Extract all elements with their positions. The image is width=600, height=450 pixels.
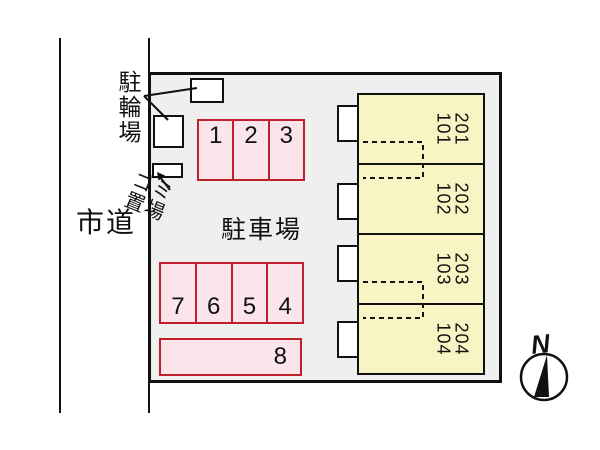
unit-number-202: 202 — [451, 182, 472, 216]
unit-label-202-102: 202 102 — [433, 182, 472, 216]
road-label: 市道 — [76, 207, 137, 238]
entrance-box-unit3 — [337, 245, 359, 282]
parking-space-3: 3 — [267, 121, 303, 179]
unit-number-204: 204 — [451, 322, 472, 356]
unit-number-103: 103 — [433, 252, 454, 286]
unit-number-203: 203 — [451, 252, 472, 286]
compass-icon — [519, 352, 569, 402]
bicycle-parking-box-1 — [190, 78, 224, 103]
unit-number-201: 201 — [451, 112, 472, 146]
unit-label-204-104: 204 104 — [433, 322, 472, 356]
parking-row-top: 1 2 3 — [197, 119, 305, 181]
unit-number-101: 101 — [433, 112, 454, 146]
unit-label-203-103: 203 103 — [433, 252, 472, 286]
parking-space-8: 8 — [159, 338, 302, 376]
building-unit-201-101: 201 101 — [357, 93, 485, 165]
unit-number-104: 104 — [433, 322, 454, 356]
building-unit-203-103: 203 103 — [357, 233, 485, 305]
building-unit-202-102: 202 102 — [357, 163, 485, 235]
parking-space-2: 2 — [232, 121, 267, 179]
bicycle-parking-label: 駐輪場 — [115, 70, 141, 145]
entrance-box-unit1 — [337, 105, 359, 142]
garbage-box — [152, 163, 183, 178]
bicycle-parking-box-2 — [153, 115, 184, 148]
road-edge-line-left — [59, 38, 61, 413]
compass-north-label: N — [529, 328, 552, 360]
parking-space-6: 6 — [194, 264, 231, 322]
entrance-box-unit4 — [337, 321, 359, 358]
compass-needle — [534, 355, 549, 397]
parking-space-7: 7 — [171, 293, 185, 320]
parking-row-bottom: 7 6 5 4 — [159, 262, 304, 324]
parking-space-1: 1 — [208, 122, 223, 149]
unit-number-102: 102 — [433, 182, 454, 216]
building-unit-204-104: 204 104 — [357, 303, 485, 375]
parking-lot-label: 駐車場 — [221, 216, 303, 244]
parking-space-4: 4 — [266, 264, 302, 322]
parking-space-5: 5 — [230, 264, 267, 322]
entrance-box-unit2 — [337, 183, 359, 220]
unit-label-201-101: 201 101 — [433, 112, 472, 146]
